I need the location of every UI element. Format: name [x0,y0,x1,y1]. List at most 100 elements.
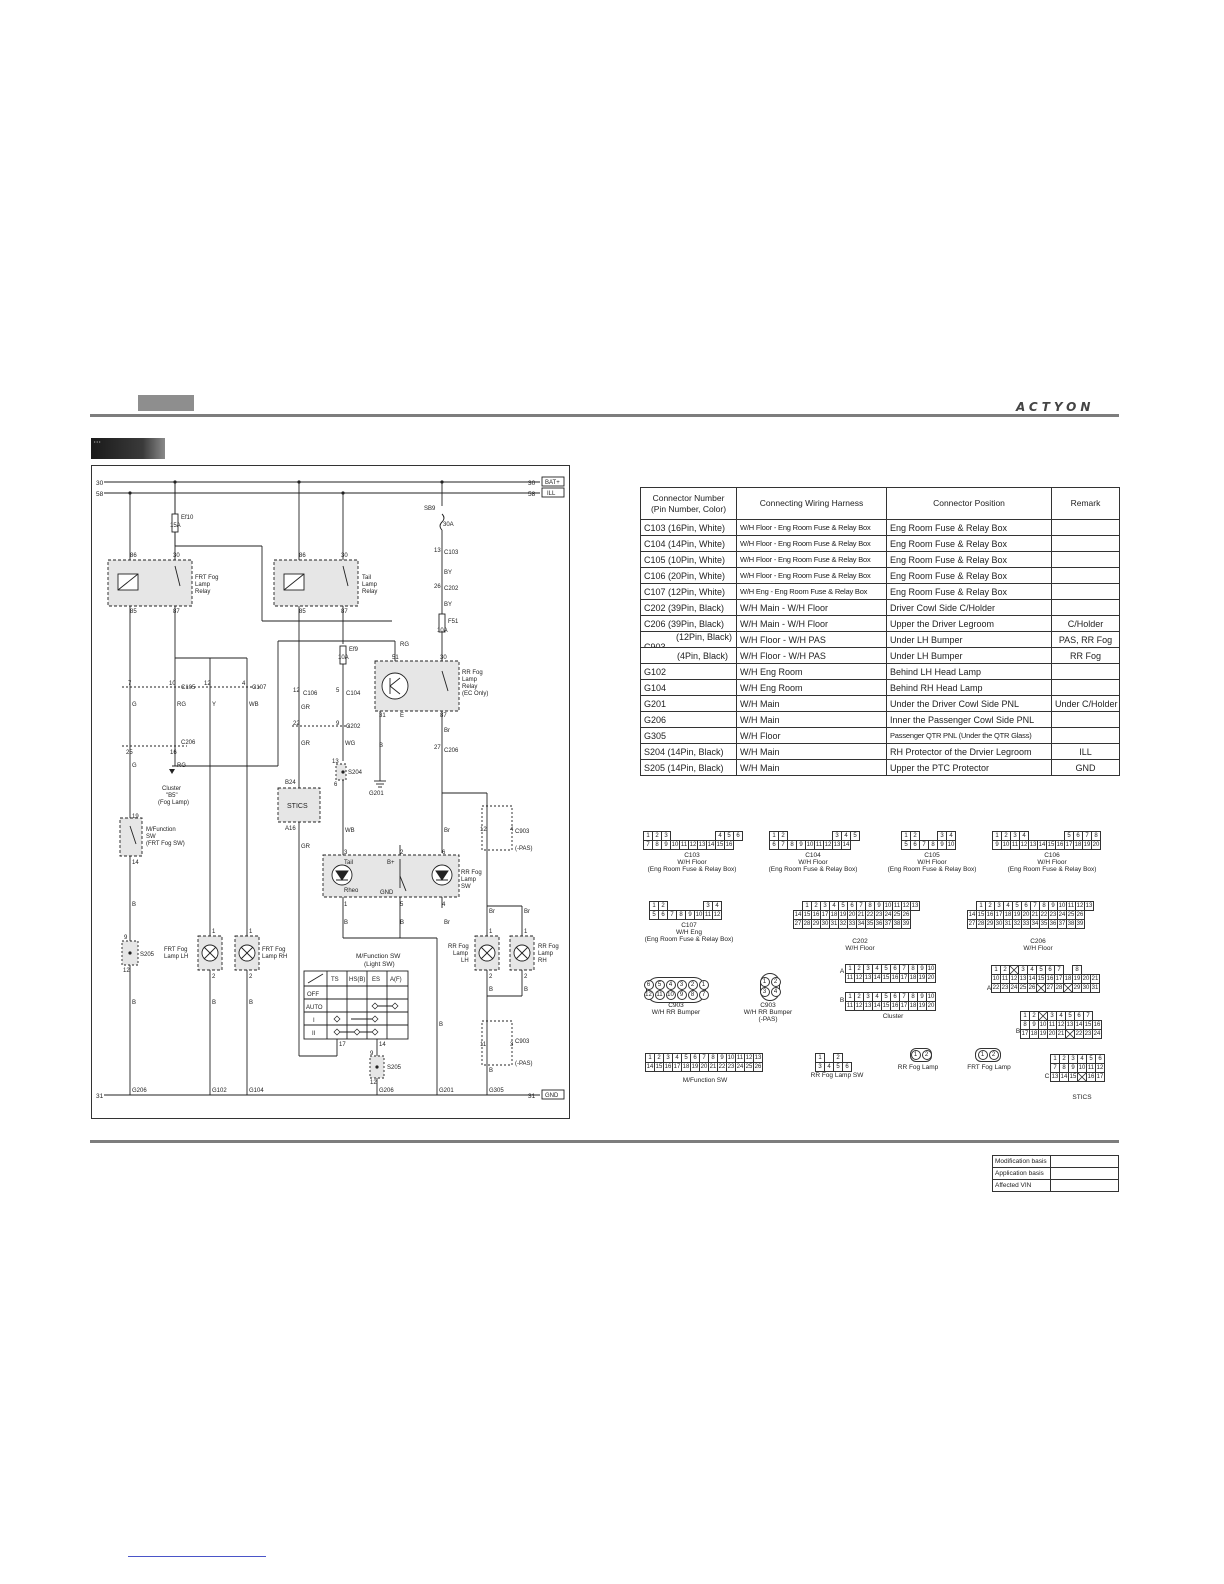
pin-label: 5 [336,688,340,694]
stics-module [277,787,321,823]
pin-label: 1 [524,929,528,935]
cell: Affected VIN [992,1179,1051,1192]
cell: C206 (39Pin, Black) [640,615,737,632]
cell: Passenger QTR PNL (Under the QTR Glass) [886,727,1052,744]
connector-pin: 3 [676,980,687,990]
light-sw-row: II [312,1031,316,1037]
cell: C104 (14Pin, White) [640,535,737,552]
table-row: Application basis [992,1167,1119,1180]
header-rule [90,414,1119,417]
pin-label: 5 [400,902,404,908]
lamp-label: Lamp LH [164,954,188,960]
relay-label: Lamp [462,677,478,683]
cell: W/H Eng Room [736,679,887,696]
connector-pin: 5 [654,980,665,990]
pin-label: 12 [370,1080,377,1086]
wiring-diagram-svg: 30 58 31 30 58 31 BAT+ ILL GND 86 30 85 … [96,476,565,1100]
cell: W/H Floor - Eng Room Fuse & Relay Box [736,535,887,552]
rail-label: 58 [96,491,104,498]
cell: C107 (12Pin, White) [640,583,737,600]
connector-pin: 26 [753,1062,763,1072]
light-sw-row: OFF [307,992,319,998]
light-sw-title: (Light SW) [364,961,395,968]
cell: Under the Driver Cowl Side PNL [886,695,1052,712]
cell: Under LH Bumper [886,631,1052,648]
rail-tag-text: ILL [547,491,556,497]
light-sw-col: TS [331,977,339,983]
pin-label: 2 [212,974,216,980]
relay-label: Lamp [195,582,211,588]
wire-label: Y [212,702,216,708]
wire-label: BY [444,570,452,576]
connector-pin: 17 [1095,1072,1105,1082]
pin-label: 85 [130,609,137,615]
connector-label: C104 [346,691,361,697]
table-header: Remark [1051,487,1120,520]
pin-label: 1 [212,929,216,935]
cell: W/H Eng Room [736,663,887,680]
cell: C103 (16Pin, White) [640,519,737,536]
pin-label: 3 [510,1042,514,1048]
lamp-label: RR Fog [538,944,559,950]
cell: W/H Main [736,695,887,712]
cell: Upper the Driver Legroom [886,615,1052,632]
wire-label: RG [400,642,409,648]
cell: Behind RH Head Lamp [886,679,1052,696]
ill-tag [541,487,565,498]
pin-label: 3 [344,850,348,856]
cell: ILL [1051,743,1120,760]
rail-label: 30 [96,480,104,487]
connector-pin: 12 [643,990,654,1000]
cell: (12Pin, Black) [676,632,733,643]
pin-label: 87 [173,609,180,615]
table-row: C103 (16Pin, White)W/H Floor - Eng Room … [640,519,1120,536]
pin-label: 12 [204,681,211,687]
connector-row-label: B [1015,1028,1021,1035]
fuse-label: Ef9 [349,647,359,653]
pin-label: 2 [524,974,528,980]
connector-pin: 6 [643,980,654,990]
connector-label: C206 [444,748,459,754]
cell: RR Fog [1051,647,1120,664]
connector-pin: 7 [698,990,709,1000]
wire-label: Br [444,728,450,734]
relay-label: FRT Fog [195,575,218,581]
light-sw-title: M/Function SW [356,953,401,960]
lamp-label: RH [538,958,547,964]
cell: Eng Room Fuse & Relay Box [886,583,1052,600]
wire-label: BY [444,602,452,608]
wire-label: RG [177,763,186,769]
relay-label: Lamp [362,582,378,588]
cluster-text: Cluster [162,786,181,792]
connector-pin: 9 [676,990,687,1000]
connector-row-label: A [839,968,845,975]
connector-caption-mfsw: M/Function SW [682,1077,728,1084]
pin-label: 12 [480,827,487,833]
ground-label: G206 [132,1088,147,1094]
pin-label: 13 [434,548,441,554]
connector-pin: 4 [770,987,781,997]
wire-label: B [212,1000,216,1006]
frt-fog-lamp-lh [197,935,223,971]
ground-label: G206 [379,1088,394,1094]
pin-label: 19 [132,814,139,820]
connector-label: C107 [252,685,267,691]
wire-label: Br [524,909,530,915]
c903-upper [481,805,513,851]
connector-label: (-PAS) [515,1061,533,1067]
cell: S204 (14Pin, Black) [640,743,737,760]
connector-pin: 39 [901,919,911,929]
cell [1051,535,1120,552]
connector-label: C106 [303,691,318,697]
bottom-link-underline [128,1556,266,1557]
